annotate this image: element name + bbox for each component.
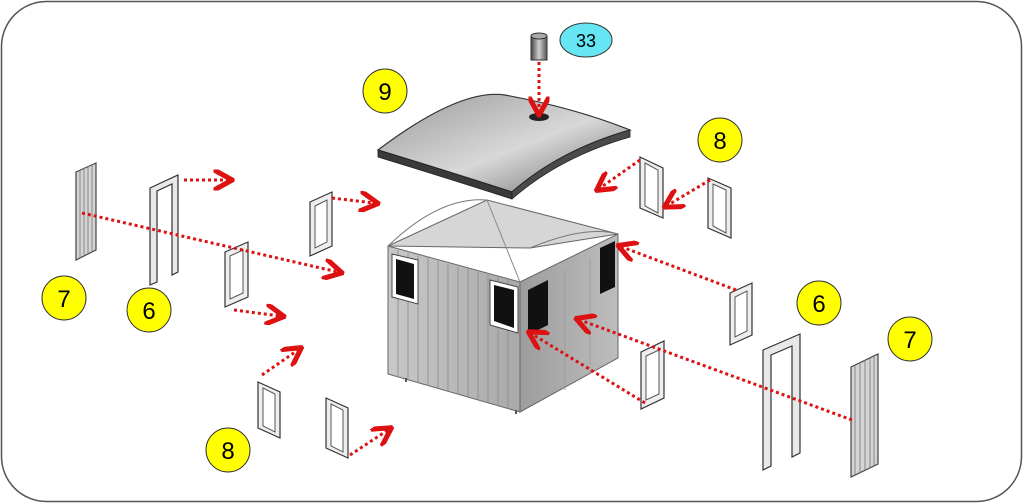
callout-9: 9 (362, 68, 408, 114)
cab-body (387, 199, 619, 414)
callout-7-right: 7 (887, 316, 933, 362)
callout-7-left: 7 (41, 275, 87, 321)
arrow-window-left-c (261, 350, 298, 377)
part-tag-33-label: 33 (576, 31, 596, 51)
door-frame-left (149, 174, 179, 286)
callout-8-top-label: 8 (713, 128, 726, 155)
window-frame-right-b (707, 177, 732, 239)
door-frame-right (762, 333, 801, 471)
arrow-window-left-a (331, 198, 374, 203)
assembly-arrows (81, 62, 853, 457)
callout-8-bottom-label: 8 (221, 438, 234, 465)
window-frame-left-c (257, 381, 281, 439)
arrow-window-right-d (532, 334, 646, 405)
plank-panel-right (850, 353, 879, 478)
chimney-hole (529, 113, 549, 121)
callout-7-right-label: 7 (903, 327, 916, 354)
callout-6-right: 6 (796, 280, 842, 326)
window-frame-right-a (639, 156, 664, 219)
arrow-plank-right (580, 320, 853, 422)
arrow-window-left-d (349, 430, 388, 457)
chimney-part (530, 32, 548, 61)
callout-9-label: 9 (378, 79, 391, 106)
window-frame-right-c (729, 282, 753, 346)
window-frame-left-a (309, 191, 333, 257)
roof-panel (376, 93, 632, 200)
arrow-window-right-a (600, 158, 641, 188)
plank-panel-left (75, 162, 97, 261)
window-frame-right-d (640, 340, 665, 410)
callout-8-bottom: 8 (205, 427, 251, 473)
callout-6-left-label: 6 (142, 298, 155, 325)
callout-6-right-label: 6 (812, 291, 825, 318)
arrow-window-left-b (233, 310, 280, 316)
window-frame-left-b (224, 241, 249, 308)
callout-6-left: 6 (126, 287, 172, 333)
callout-7-left-label: 7 (57, 286, 70, 313)
arrow-window-right-c (622, 247, 737, 292)
callout-8-top: 8 (697, 117, 743, 163)
part-tag-33: 33 (559, 22, 613, 58)
arrow-window-right-b (668, 178, 711, 205)
arrow-plank-left (81, 211, 338, 272)
window-frame-left-d (325, 397, 349, 459)
